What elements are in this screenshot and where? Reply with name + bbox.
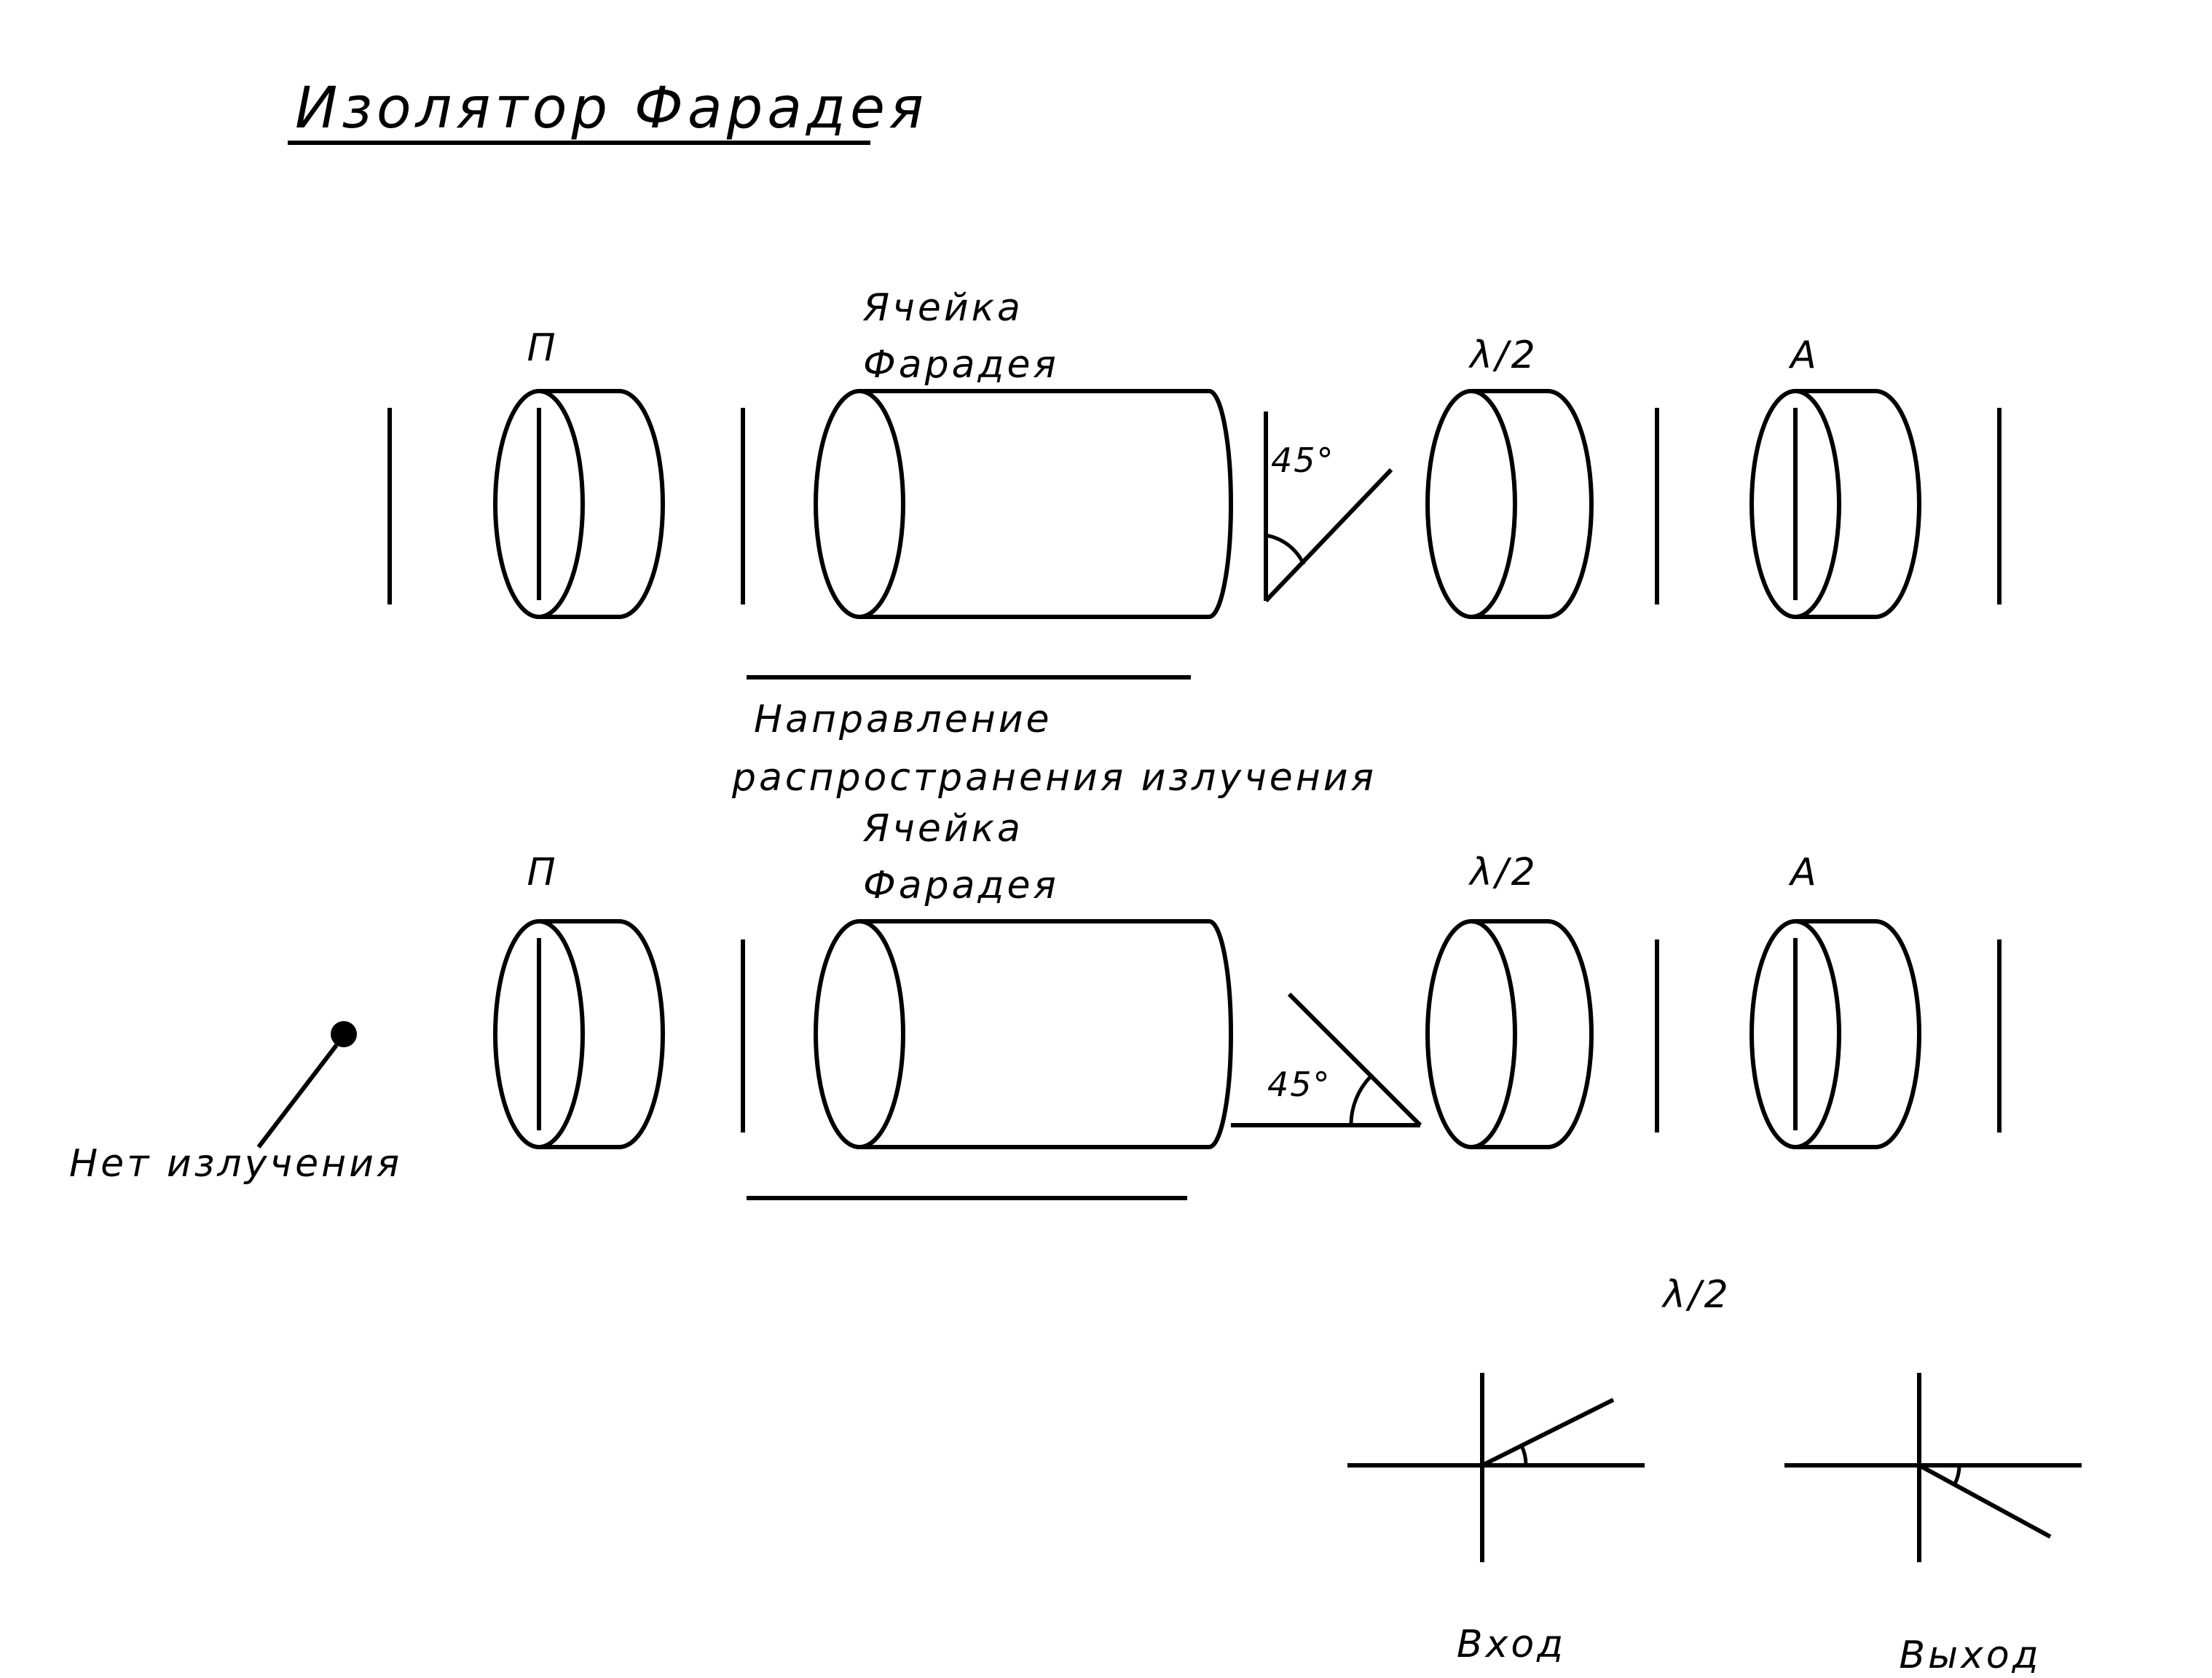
no-radiation-dot: [331, 1021, 357, 1047]
rotated-polarization-arrow: [1287, 992, 1422, 1127]
halfwave-plate-body: [1471, 919, 1594, 1149]
faraday-cell: Ячейка Фарадея: [814, 286, 1233, 619]
diagram-title: Изолятор Фарадея: [295, 76, 928, 141]
direction-label-line1: Направление: [754, 698, 1052, 741]
output-label: Выход: [1899, 1634, 2041, 1677]
halfwave-plate-label: λ/2: [1468, 851, 1538, 894]
faraday-cell-body: [859, 919, 1233, 1149]
faraday-cell-body: [859, 389, 1233, 619]
polarizer: П: [493, 326, 665, 619]
halfwave-plate-body: [1471, 389, 1594, 619]
input-label: Вход: [1457, 1623, 1566, 1666]
rotation-indicator: 45°: [1231, 992, 1422, 1127]
faraday-cell-label-line1: Ячейка: [862, 286, 1023, 330]
analyzer-body: [1795, 389, 1921, 619]
angle-label: 45°: [1271, 441, 1335, 480]
angle-arc: [1349, 1075, 1372, 1126]
halfwave-plate-face: [1425, 919, 1517, 1149]
polarizer-label: П: [527, 326, 558, 370]
input-axes: Вход: [1347, 1373, 1645, 1666]
halfwave-plate: λ/2: [1425, 334, 1594, 619]
waveplate-detail-title: λ/2: [1661, 1273, 1731, 1317]
faraday-cell-face: [814, 389, 905, 619]
input-polarization-vector: [1481, 1398, 1615, 1468]
angle-arc: [1265, 533, 1306, 566]
forward-row: П Ячейка Фарадея 45° λ/2: [387, 286, 2002, 800]
polarizer-body: [539, 389, 665, 619]
input-angle-arc: [1519, 1444, 1528, 1466]
polarizer-face: [493, 389, 585, 619]
faraday-cell-face: [814, 919, 905, 1149]
faraday-cell-label-line2: Фарадея: [863, 343, 1059, 387]
halfwave-plate-label: λ/2: [1468, 334, 1538, 377]
analyzer-face: [1749, 389, 1841, 619]
rotated-polarization-arrow: [1264, 468, 1393, 603]
faraday-cell-label-line2: Фарадея: [863, 864, 1059, 907]
no-radiation-label: Нет излучения: [69, 1142, 402, 1186]
halfwave-plate-face: [1425, 389, 1517, 619]
analyzer-label: А: [1788, 334, 1819, 377]
analyzer-face: [1749, 919, 1841, 1149]
rotation-indicator: 45°: [1264, 411, 1393, 603]
backward-row: Нет излучения П Ячейка Фарадея 45°: [69, 807, 2002, 1200]
analyzer: А: [1749, 334, 1921, 619]
analyzer-label: А: [1788, 851, 1819, 894]
waveplate-detail: λ/2 Вход Выход: [1347, 1273, 2082, 1677]
polarizer: П: [493, 851, 665, 1149]
output-axes: Выход: [1784, 1373, 2082, 1677]
no-radiation-pointer: [256, 1044, 339, 1149]
analyzer: А: [1749, 851, 1921, 1149]
polarizer-body: [539, 919, 665, 1149]
faraday-cell-label-line1: Ячейка: [862, 807, 1023, 851]
polarizer-label: П: [527, 851, 558, 894]
angle-label: 45°: [1267, 1065, 1331, 1104]
output-angle-arc: [1952, 1465, 1961, 1486]
halfwave-plate: λ/2: [1425, 851, 1594, 1149]
faraday-cell: Ячейка Фарадея: [814, 807, 1233, 1149]
polarizer-face: [493, 919, 585, 1149]
output-polarization-vector: [1918, 1463, 2052, 1539]
analyzer-body: [1795, 919, 1921, 1149]
direction-label-line2: распространения излучения: [731, 756, 1377, 800]
